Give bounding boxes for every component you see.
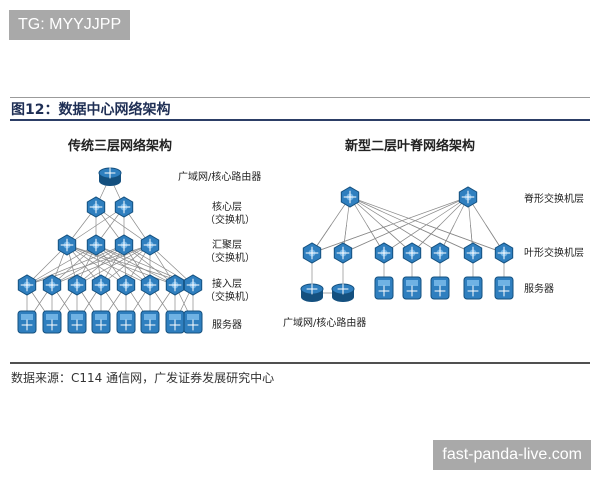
right-core-router-icon — [300, 283, 324, 302]
right-leaf-switch-icon — [494, 242, 514, 264]
left-aggregation-switch-icon — [86, 234, 106, 256]
left-link-aggregation-access — [51, 244, 97, 286]
right-leaf-switch-icon — [463, 242, 483, 264]
right-link-cross — [342, 224, 406, 254]
left-access-switch-icon — [17, 274, 37, 296]
top-divider — [10, 97, 590, 98]
figure-title: 图12：数据中心网络架构 — [11, 102, 171, 118]
right-server-icon — [494, 276, 514, 300]
right-leaf-switch-icon — [374, 242, 394, 264]
figure-source: 数据来源：C114 通信网，广发证券发展研究中心 — [11, 371, 275, 385]
left-link-aggregation-access — [26, 244, 125, 286]
left-access-switch-icon — [42, 274, 62, 296]
left-access-switch-icon — [140, 274, 160, 296]
left-link-aggregation-access — [76, 244, 151, 286]
right-server-icon — [463, 276, 483, 300]
left-server-icon — [42, 310, 62, 334]
right-link-cross — [411, 224, 474, 254]
left-link-aggregation-access — [149, 244, 194, 286]
left-link-aggregation-access — [95, 244, 151, 286]
left-server-icon — [165, 310, 185, 334]
left-access-switch-icon — [91, 274, 111, 296]
left-link-aggregation-access — [100, 244, 151, 286]
left-core-switch-icon — [86, 196, 106, 218]
left-aggregation-switch-icon — [114, 234, 134, 256]
network-devices — [17, 167, 514, 334]
left-link-aggregation-access — [51, 244, 151, 286]
left-server-icon — [140, 310, 160, 334]
right-server-icon — [430, 276, 450, 300]
right-leaf-switch-icon — [302, 242, 322, 264]
left-servers-label: 服务器 — [212, 318, 242, 331]
watermark-top: TG: MYYJJPP — [9, 10, 131, 40]
right-core-router-icon — [331, 283, 355, 302]
network-architecture-diagram: 传统三层网络架构 广域网/核心路由器 核心层 （交换机） 汇聚层 （交换机） 接… — [17, 138, 584, 334]
right-leaf-switch-icon — [333, 242, 353, 264]
right-spine-switch-icon — [458, 186, 478, 208]
left-server-icon — [116, 310, 136, 334]
right-link-cross — [426, 224, 505, 254]
bottom-divider — [10, 362, 590, 364]
right-spine-label: 脊形交换机层 — [524, 192, 584, 205]
right-servers-label: 服务器 — [524, 282, 554, 295]
right-leaf-label: 叶形交换机层 — [524, 246, 584, 259]
left-server-icon — [17, 310, 37, 334]
left-aggregation-switch-label: （交换机） — [205, 251, 255, 264]
left-access-switch-icon — [116, 274, 136, 296]
left-core-layer-label: 核心层 — [212, 200, 242, 213]
right-leaf-switch-icon — [402, 242, 422, 264]
left-link-aggregation-access — [123, 244, 176, 286]
left-core-router-label: 广域网/核心路由器 — [178, 170, 261, 183]
left-link-aggregation-access — [95, 244, 176, 286]
title-divider — [10, 119, 590, 121]
left-access-switch-icon — [183, 274, 203, 296]
right-router-label: 广域网/核心路由器 — [283, 316, 366, 329]
left-access-switch-icon — [67, 274, 87, 296]
left-link-core-aggregation — [66, 206, 125, 246]
left-link-aggregation-access — [26, 244, 97, 286]
left-core-switch-label: （交换机） — [205, 213, 255, 226]
left-aggregation-switch-icon — [57, 234, 77, 256]
left-access-switch-icon — [165, 274, 185, 296]
right-diagram-heading: 新型二层叶脊网络架构 — [345, 138, 475, 154]
right-spine-switch-icon — [340, 186, 360, 208]
left-link-core-aggregation — [95, 206, 151, 246]
left-diagram-heading: 传统三层网络架构 — [67, 138, 172, 154]
left-aggregation-layer-label: 汇聚层 — [212, 238, 242, 251]
left-aggregation-switch-icon — [140, 234, 160, 256]
left-server-icon — [183, 310, 203, 334]
left-server-icon — [67, 310, 87, 334]
left-access-switch-label: （交换机） — [205, 290, 255, 303]
left-link-aggregation-access — [66, 244, 151, 286]
left-server-icon — [91, 310, 111, 334]
left-link-aggregation-access — [66, 244, 127, 286]
watermark-bottom: fast-panda-live.com — [433, 440, 591, 470]
left-core-switch-icon — [114, 196, 134, 218]
right-server-icon — [402, 276, 422, 300]
right-link-cross — [311, 224, 391, 254]
left-core-router-icon — [98, 167, 122, 186]
right-leaf-switch-icon — [430, 242, 450, 264]
right-server-icon — [374, 276, 394, 300]
left-access-layer-label: 接入层 — [212, 277, 242, 290]
